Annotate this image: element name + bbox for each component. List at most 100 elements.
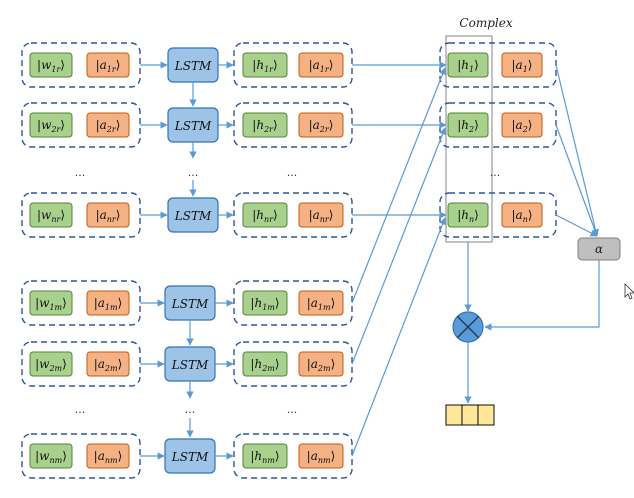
- amplitude-ket-box: [86, 351, 130, 377]
- hidden-amplitude-box: [298, 351, 344, 377]
- output-vector: [445, 404, 495, 426]
- hidden-amplitude-box: [298, 443, 344, 469]
- input-group: [21, 341, 141, 387]
- hidden-ket-label: |h2m⟩: [250, 357, 279, 373]
- complex-hidden-box: [447, 52, 489, 78]
- hidden-amplitude-label: |a1r⟩: [309, 58, 334, 74]
- word-ket-box: [29, 443, 73, 469]
- hidden-ket-box: [242, 443, 288, 469]
- lstm-label: LSTM: [171, 450, 209, 464]
- hidden-group: [233, 102, 353, 148]
- amplitude-ket-label: |a2r⟩: [96, 118, 121, 134]
- complex-amplitude-label: |an⟩: [511, 208, 532, 224]
- row-nm: |wnm⟩|anm⟩LSTM|hnm⟩|anm⟩: [21, 433, 353, 479]
- hidden-ket-box: [242, 202, 288, 228]
- complex-amplitude-label: |a1⟩: [512, 58, 533, 74]
- amplitude-ket-box: [86, 52, 130, 78]
- complex-hidden-box: [447, 112, 489, 138]
- word-ket-box: [29, 112, 73, 138]
- arrow-hidden-1m-to-complex: [351, 67, 446, 304]
- hidden-ket-label: |h2r⟩: [252, 118, 277, 134]
- hidden-ket-label: |h1r⟩: [252, 58, 277, 74]
- arrow-complex-to-alpha: [555, 124, 599, 237]
- complex-row-n: |hn⟩ |an⟩: [439, 192, 557, 238]
- hidden-ket-box: [242, 112, 288, 138]
- complex-amplitude-box: [501, 112, 543, 138]
- ellipsis-hidden-top: ...: [287, 166, 298, 179]
- hidden-ket-box: [242, 351, 288, 377]
- ellipsis-input-bottom: ...: [75, 403, 86, 416]
- hidden-ket-label: |h1m⟩: [250, 296, 279, 312]
- hidden-amplitude-box: [298, 112, 344, 138]
- word-ket-label: |w1m⟩: [35, 296, 67, 312]
- hidden-amplitude-label: |anm⟩: [307, 449, 336, 465]
- arrow-complex-to-alpha: [555, 64, 599, 237]
- input-group: [21, 42, 141, 88]
- row-1r: |w1r⟩ |a1r⟩ LSTM |h1r⟩ |a1r⟩: [21, 42, 353, 88]
- complex-amplitude-box: [501, 52, 543, 78]
- amplitude-ket-label: |a2m⟩: [94, 357, 123, 373]
- ellipsis-lstm-bottom: ...: [185, 403, 196, 416]
- lstm-label: LSTM: [171, 358, 209, 372]
- input-group: [21, 102, 141, 148]
- multiply-circle: [452, 311, 484, 343]
- lstm-label: LSTM: [174, 119, 212, 133]
- input-group: [21, 433, 141, 479]
- row-nr: |wnr⟩|anr⟩LSTM|hnr⟩|anr⟩: [21, 192, 353, 238]
- ellipsis-hidden-bottom: ...: [287, 403, 298, 416]
- lstm-label: LSTM: [171, 297, 209, 311]
- hidden-amplitude-label: |a2m⟩: [307, 357, 336, 373]
- word-ket-box: [29, 202, 73, 228]
- output-cell: [477, 404, 495, 426]
- word-ket-label: |wnm⟩: [35, 449, 67, 465]
- complex-group-box: [445, 35, 493, 243]
- arrow-hidden-2m-to-complex: [351, 127, 446, 365]
- hidden-group: [233, 42, 353, 88]
- hidden-amplitude-box: [298, 290, 344, 316]
- amplitude-ket-box: [86, 290, 130, 316]
- complex-hidden-label: |hn⟩: [457, 208, 479, 224]
- row-1m: |w1m⟩ |a1m⟩ LSTM |h1m⟩ |a1m⟩: [21, 280, 353, 326]
- word-ket-box: [29, 52, 73, 78]
- hidden-ket-label: |hnr⟩: [252, 208, 277, 224]
- lstm-label: LSTM: [174, 209, 212, 223]
- hidden-amplitude-box: [298, 202, 344, 228]
- complex-label: Complex: [459, 16, 512, 30]
- word-ket-box: [29, 290, 73, 316]
- amplitude-ket-label: |a1r⟩: [96, 58, 121, 74]
- arrow-complex-to-alpha: [555, 214, 598, 237]
- amplitude-ket-box: [86, 112, 130, 138]
- ellipsis-input-top: ...: [75, 166, 86, 179]
- row-2m: |w2m⟩ |a2m⟩ LSTM |h2m⟩ |a2m⟩: [21, 341, 353, 387]
- hidden-amplitude-label: |a2r⟩: [309, 118, 334, 134]
- hidden-amplitude-box: [298, 52, 344, 78]
- word-ket-label: |w2m⟩: [35, 357, 67, 373]
- hidden-group: [233, 280, 353, 326]
- output-cell: [461, 404, 479, 426]
- amplitude-ket-label: |anm⟩: [94, 449, 123, 465]
- complex-amplitude-box: [501, 202, 543, 228]
- hidden-amplitude-label: |a1m⟩: [307, 296, 336, 312]
- ellipsis-lstm-top: ...: [188, 166, 199, 179]
- arrow-hidden-nm-to-complex: [351, 217, 446, 457]
- amplitude-ket-box: [86, 443, 130, 469]
- hidden-amplitude-label: |anr⟩: [309, 208, 334, 224]
- input-group: [21, 280, 141, 326]
- mouse-cursor-icon: [624, 283, 634, 300]
- alpha-box: [577, 237, 621, 261]
- lstm-label: LSTM: [174, 59, 212, 73]
- input-group: [21, 192, 141, 238]
- hidden-group: [233, 341, 353, 387]
- word-ket-label: |w2r⟩: [37, 118, 65, 134]
- complex-amplitude-label: |a2⟩: [512, 118, 533, 134]
- word-ket-label: |w1r⟩: [37, 58, 65, 74]
- complex-row-2: |h2⟩|a2⟩: [439, 102, 557, 148]
- ellipsis-complex: ...: [490, 166, 501, 179]
- complex-hidden-box: [447, 202, 489, 228]
- hidden-group: [233, 433, 353, 479]
- row-2r: |w2r⟩ |a2r⟩ LSTM |h2r⟩ |a2r⟩: [21, 102, 353, 148]
- amplitude-ket-label: |a1m⟩: [94, 296, 123, 312]
- amplitude-ket-box: [86, 202, 130, 228]
- alpha-label: α: [595, 242, 603, 256]
